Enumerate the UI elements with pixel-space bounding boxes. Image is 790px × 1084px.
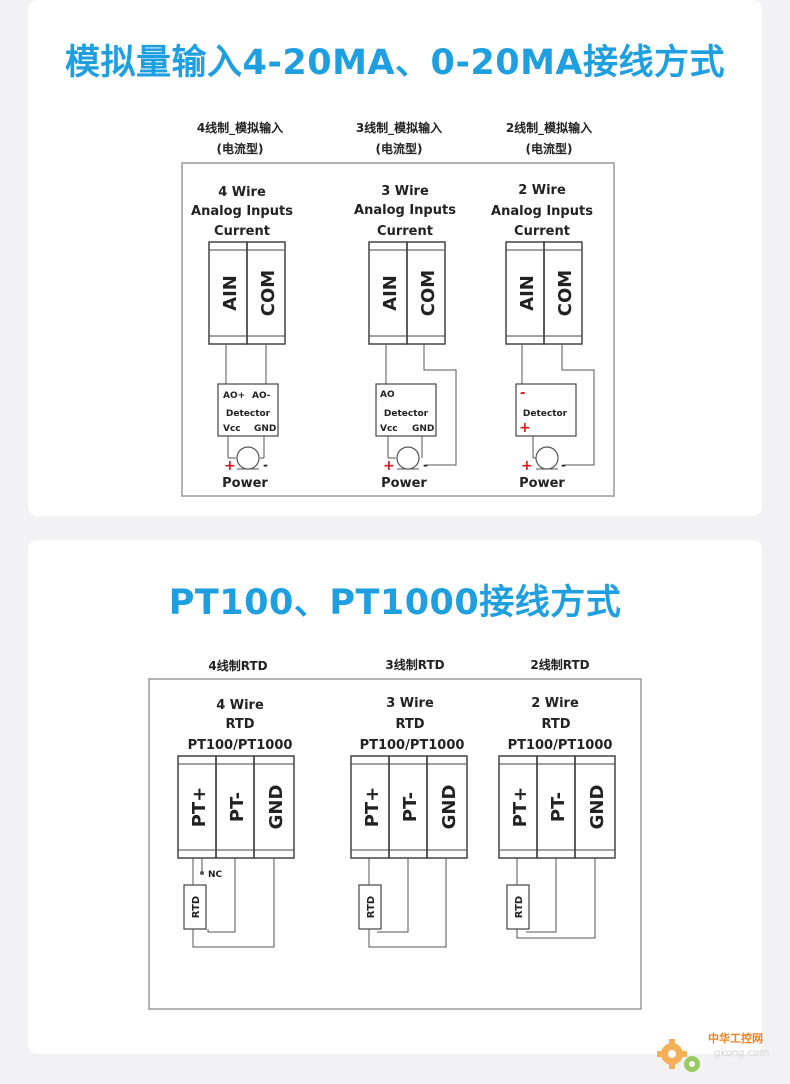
terminal-gnd-label: GND [587, 785, 608, 830]
detector-vcc: Vcc [223, 424, 241, 434]
rtd-sensor [183, 884, 207, 930]
power-label: Power [519, 476, 565, 491]
rtd-4wire-header: 4线制RTD [208, 658, 267, 673]
detector-minus: - [520, 386, 525, 401]
power-source-symbol [396, 446, 420, 470]
rtd-wiring-diagram: 4线制RTD 4 Wire RTD PT100/PT1000 PT+ PT- G… [148, 657, 642, 1010]
analog-section-2wire: 2线制_模拟输入 (电流型) 2 Wire Analog Inputs Curr… [491, 120, 595, 491]
detector-ao-plus: AO+ [223, 391, 245, 401]
analog-4wire-line3: Current [214, 224, 270, 239]
gkong-watermark-logo: 中华工控网 gkong.com [657, 1031, 769, 1072]
rtd-3wire-header: 3线制RTD [385, 657, 444, 672]
power-plus: + [521, 458, 533, 474]
power-minus: - [561, 458, 566, 472]
rtd-frame [148, 678, 642, 1010]
rtd-2wire-line2: RTD [541, 717, 570, 732]
rtd-section-4wire: 4线制RTD 4 Wire RTD PT100/PT1000 PT+ PT- G… [177, 658, 295, 948]
analog-frame [181, 162, 615, 497]
terminal-com-label: COM [555, 270, 576, 316]
analog-4wire-line1: 4 Wire [218, 185, 266, 200]
analog-4wire-sub: (电流型) [217, 141, 264, 156]
power-label: Power [381, 476, 427, 491]
analog-4wire-header: 4线制_模拟输入 [197, 120, 283, 136]
rtd-4wire-line2: RTD [225, 717, 254, 732]
analog-section-4wire: 4线制_模拟输入 (电流型) 4 Wire Analog Inputs Curr… [191, 120, 293, 491]
power-source-symbol [535, 446, 559, 470]
terminal-com [543, 241, 583, 345]
detector-plus: + [519, 420, 531, 436]
terminal-pt-minus-label: PT- [227, 792, 248, 822]
terminal-pt-minus-label: PT- [548, 792, 569, 822]
rtd-sensor-label: RTD [514, 896, 525, 918]
rtd-3wire-line2: RTD [395, 717, 424, 732]
terminal-ain-label: AIN [517, 275, 538, 311]
terminal-pt-plus-label: PT+ [510, 787, 531, 828]
watermark-url: gkong.com [714, 1048, 769, 1059]
rtd-3wire-line3: PT100/PT1000 [360, 738, 465, 753]
analog-3wire-sub: (电流型) [376, 141, 423, 156]
analog-section-3wire: 3线制_模拟输入 (电流型) 3 Wire Analog Inputs Curr… [354, 120, 457, 491]
power-plus: + [224, 458, 236, 474]
terminal-ain-label: AIN [220, 275, 241, 311]
analog-2wire-line1: 2 Wire [518, 183, 566, 198]
power-minus: - [263, 458, 268, 472]
rtd-section-3wire: 3线制RTD 3 Wire RTD PT100/PT1000 PT+ PT- G… [350, 657, 468, 948]
analog-2wire-line3: Current [514, 224, 570, 239]
analog-3wire-line2: Analog Inputs [354, 203, 456, 218]
rtd-4wire-line1: 4 Wire [216, 698, 264, 713]
terminal-gnd [426, 755, 468, 859]
analog-2wire-header: 2线制_模拟输入 [506, 120, 592, 136]
detector-gnd: GND [412, 424, 434, 434]
nc-label: NC [208, 870, 223, 880]
analog-wiring-diagram: 4线制_模拟输入 (电流型) 4 Wire Analog Inputs Curr… [181, 120, 615, 497]
power-minus: - [423, 458, 428, 472]
detector-box [515, 383, 577, 437]
power-plus: + [383, 458, 395, 474]
detector-box [217, 383, 279, 437]
terminal-pt-plus-label: PT+ [362, 787, 383, 828]
rtd-2wire-line3: PT100/PT1000 [508, 738, 613, 753]
detector-ao-minus: AO- [252, 391, 271, 401]
terminal-pt-minus-label: PT- [400, 792, 421, 822]
analog-3wire-header: 3线制_模拟输入 [356, 120, 442, 136]
power-label: Power [222, 476, 268, 491]
rtd-sensor-label: RTD [191, 896, 202, 918]
gear-icon [657, 1039, 700, 1072]
terminal-gnd-label: GND [439, 785, 460, 830]
terminal-com-label: COM [418, 270, 439, 316]
rtd-2wire-header: 2线制RTD [530, 657, 589, 672]
rtd-title: PT100、PT1000接线方式 [168, 583, 622, 623]
rtd-sensor [358, 884, 382, 930]
rtd-4wire-line3: PT100/PT1000 [188, 738, 293, 753]
detector-vcc: Vcc [380, 424, 398, 434]
analog-title: 模拟量输入4-20MA、0-20MA接线方式 [64, 43, 725, 83]
detector-label: Detector [523, 409, 568, 419]
terminal-com-label: COM [258, 270, 279, 316]
terminal-pt-plus-label: PT+ [189, 787, 210, 828]
rtd-card: PT100、PT1000接线方式 4线制RTD 4 Wire RTD PT100… [28, 540, 762, 1054]
analog-3wire-line3: Current [377, 224, 433, 239]
detector-label: Detector [226, 409, 271, 419]
terminal-com [406, 241, 446, 345]
rtd-2wire-line1: 2 Wire [531, 696, 579, 711]
rtd-section-2wire: 2线制RTD 2 Wire RTD PT100/PT1000 PT+ PT- G… [498, 657, 616, 939]
analog-4wire-line2: Analog Inputs [191, 204, 293, 219]
analog-2wire-line2: Analog Inputs [491, 204, 593, 219]
detector-box [375, 383, 437, 437]
analog-3wire-line1: 3 Wire [381, 184, 429, 199]
terminal-gnd-label: GND [266, 785, 287, 830]
rtd-sensor-label: RTD [366, 896, 377, 918]
detector-ao: AO [380, 390, 395, 400]
detector-gnd: GND [254, 424, 276, 434]
rtd-3wire-line1: 3 Wire [386, 696, 434, 711]
rtd-sensor [506, 884, 530, 930]
watermark-brand: 中华工控网 [708, 1031, 763, 1045]
analog-card: 模拟量输入4-20MA、0-20MA接线方式 4线制_模拟输入 (电流型) 4 … [28, 0, 762, 516]
analog-2wire-sub: (电流型) [526, 141, 573, 156]
terminal-ain-label: AIN [380, 275, 401, 311]
power-source-symbol [236, 446, 260, 470]
detector-label: Detector [384, 409, 429, 419]
